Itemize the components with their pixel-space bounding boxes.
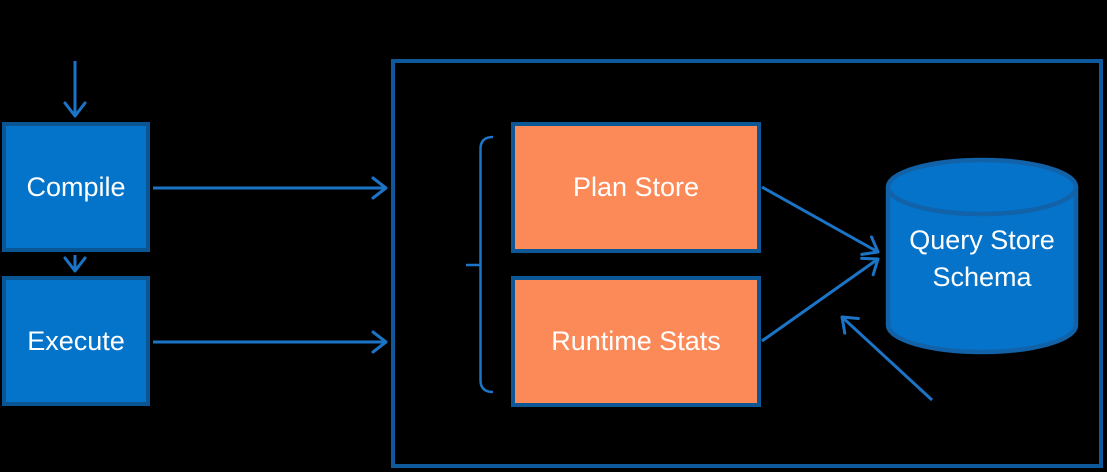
runtime-stats-label: Runtime Stats bbox=[551, 326, 721, 356]
runtime-stats-box: Runtime Stats bbox=[511, 276, 761, 407]
compile-box: Compile bbox=[2, 122, 150, 252]
query-store-container-box bbox=[391, 59, 1103, 468]
query-store-schema-label-line1: Query Store bbox=[909, 225, 1055, 255]
compile-label: Compile bbox=[26, 171, 126, 202]
query-store-schema-cylinder bbox=[885, 157, 1079, 355]
left-brace bbox=[479, 135, 494, 394]
arrow-plan-store-to-schema bbox=[761, 185, 880, 256]
plan-store-label: Plan Store bbox=[572, 172, 700, 202]
execute-box: Execute bbox=[2, 276, 150, 406]
arrow-async-write bbox=[840, 315, 934, 402]
query-store-schema-label-line2: Schema bbox=[932, 262, 1032, 292]
cylinder-body bbox=[885, 187, 1079, 355]
arrow-runtime-stats-to-schema bbox=[761, 256, 880, 343]
execute-label: Execute bbox=[27, 325, 125, 356]
cylinder-top bbox=[885, 157, 1079, 217]
plan-store-box: Plan Store bbox=[511, 122, 761, 253]
query-store-schema-label: Query Store Schema bbox=[888, 168, 1076, 350]
